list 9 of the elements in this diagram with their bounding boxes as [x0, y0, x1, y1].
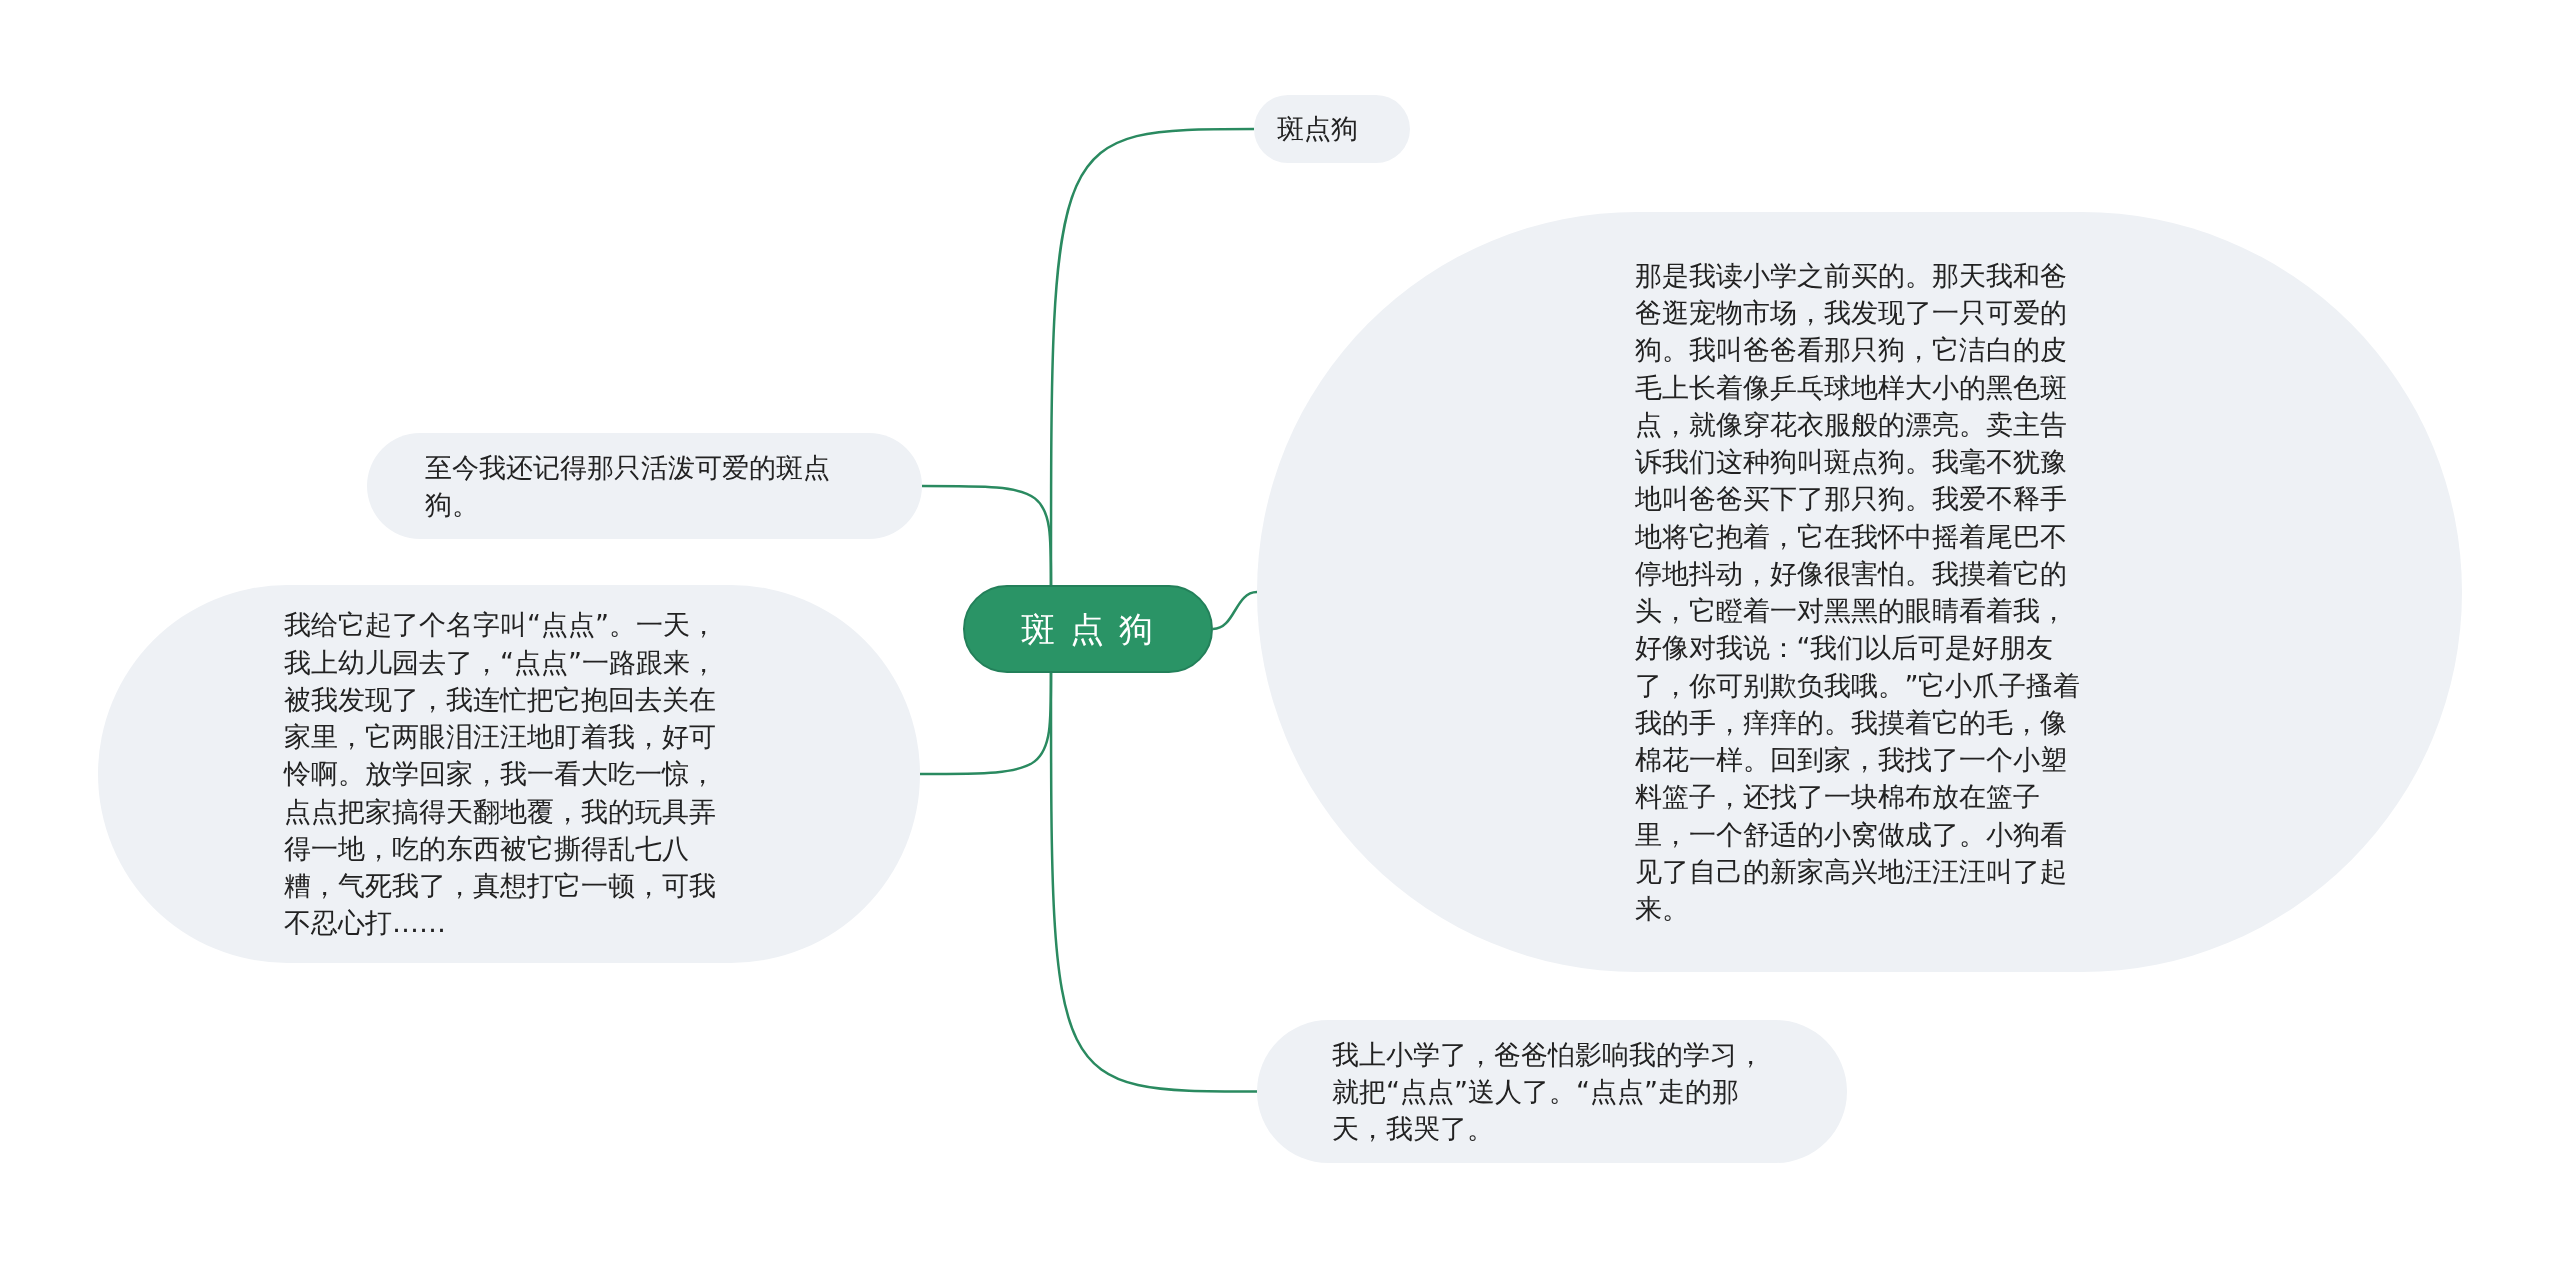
connector-line [1212, 590, 1258, 631]
topic-text: 我给它起了个名字叫“点点”。一天，我上幼儿园去了，“点点”一路跟来，被我发现了，我连忙把它抱回去关在家里，它两眼泪汪汪地盯着我，好可怜啊。放学回家，我一看大吃一惊，点点把家搞得天翻地覆，我的玩具弄得一地，吃的东西被它撕得乱七八糟，气死我了，真想打它一顿，可我不忍心打…… [284, 608, 718, 941]
connector-line [920, 673, 1053, 776]
topic-text: 我上小学了，爸爸怕影响我的学习，就把“点点”送人了。“点点”走的那天，我哭了。 [1332, 1037, 1765, 1147]
topic-text: 至今我还记得那只活泼可爱的斑点狗。 [424, 450, 831, 522]
connector-line [922, 484, 1053, 585]
topic-text: 斑点狗 [1277, 112, 1359, 147]
topic-text: 那是我读小学之前买的。那天我和爸爸逛宠物市场，我发现了一只可爱的狗。我叫爸爸看那只狗，它洁白的皮毛上长着像乒乓球地样大小的黑色斑点，就像穿花衣服般的漂亮。卖主告诉我们这种狗叫斑点狗。我毫不犹豫地叫爸爸买下了那只狗。我爱不释手地将它抱着，它在我怀中摇着尾巴不停地抖动，好像很害怕。我摸着它的头，它瞪着一对黑黑的眼睛看着我，好像对我说：“我们以后可是好朋友了，你可别欺负我哦。”它小爪子搔着我的手，痒痒的。我摸着它的毛，像棉花一样。回到家，我找了一个小塑料篮子，还找了一块棉布放在篮子里，一个舒适的小窝做成了。小狗看见了自己的新家高兴地汪汪汪叫了起来。 [1634, 258, 2082, 926]
topic-title: 斑 点 狗 [1020, 608, 1156, 650]
